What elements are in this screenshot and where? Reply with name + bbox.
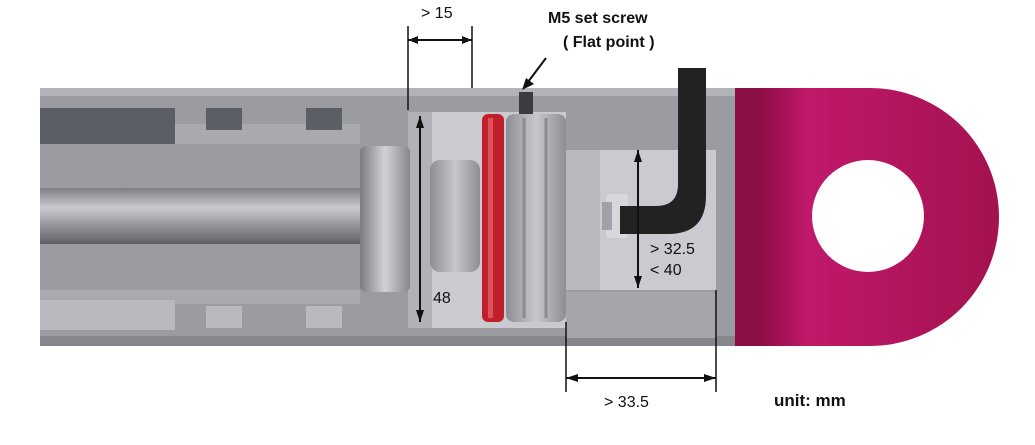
- dim-bore-arrow-top: [416, 116, 424, 128]
- set-screw-leader: [527, 57, 547, 83]
- piston-seal-highlight: [488, 118, 493, 318]
- set-screw: [519, 92, 533, 114]
- dim-rod-max-label: < 40: [650, 262, 682, 279]
- lower-long-slot: [40, 300, 175, 330]
- black-hose: [620, 68, 706, 234]
- dim-depth-label: > 33.5: [604, 394, 649, 411]
- lower-port-2: [306, 306, 342, 328]
- dim-bore-label: 48: [433, 290, 451, 307]
- dim-gap-arrow-right: [462, 36, 472, 44]
- piston-hub: [430, 160, 480, 272]
- dim-bore-arrow-bottom: [416, 310, 424, 322]
- dim-rod-min-label: > 32.5: [650, 241, 695, 258]
- set-screw-leader-arrow: [522, 78, 534, 90]
- dim-depth-arrow-right: [704, 374, 716, 382]
- dim-rod-arrow-top: [634, 150, 642, 162]
- lower-port-1: [206, 306, 242, 328]
- dim-gap-label: > 15: [421, 5, 453, 22]
- dim-gap-arrow-left: [408, 36, 418, 44]
- piston-rod: [40, 188, 370, 244]
- clevis-hole: [812, 160, 924, 272]
- set-screw-subtitle: ( Flat point ): [563, 34, 655, 51]
- set-screw-title: M5 set screw: [548, 10, 648, 27]
- hose-fitting-nut: [602, 202, 612, 230]
- cylinder-top-edge: [40, 88, 735, 96]
- cylinder-bottom-edge: [40, 336, 735, 346]
- dim-depth-arrow-left: [566, 374, 578, 382]
- rod-chamber-lower: [566, 292, 716, 338]
- upper-port-2: [306, 108, 342, 130]
- piston-ring-block: [506, 114, 566, 322]
- upper-long-slot: [40, 108, 175, 144]
- rod-washer: [360, 146, 410, 292]
- unit-label: unit: mm: [774, 391, 846, 410]
- upper-port-1: [206, 108, 242, 130]
- dim-rod-arrow-bottom: [634, 276, 642, 288]
